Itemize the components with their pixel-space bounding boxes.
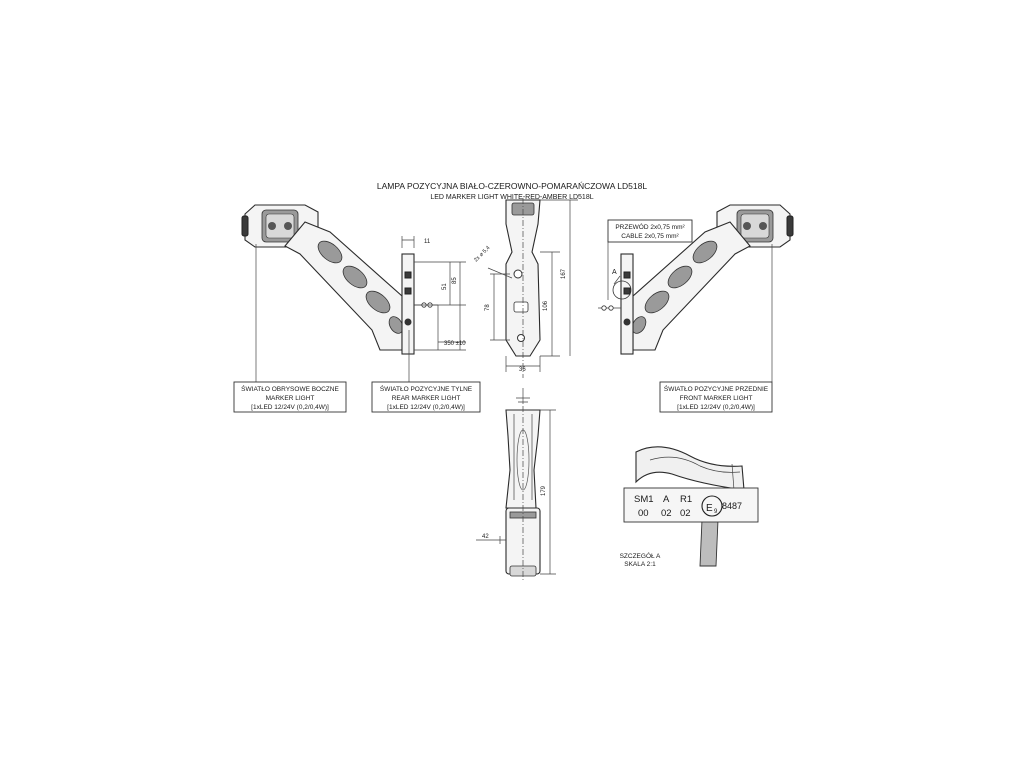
callout-side-marker: ŚWIATŁO OBRYSOWE BOCZNE MARKER LIGHT [1x… [233, 381, 347, 413]
side-marker-spec: [1xLED 12/24V (0,2/0,4W)] [251, 404, 329, 411]
center-bottom-dimensions: 179 42 [476, 409, 556, 575]
left-view-lamp [241, 204, 438, 382]
front-marker-pl: ŚWIATŁO POZYCYJNE PRZEDNIE [664, 384, 769, 393]
rear-marker-en: REAR MARKER LIGHT [392, 395, 461, 402]
detail-code-r1: R1 [680, 494, 692, 505]
dim-51: 51 [442, 283, 448, 290]
dim-78: 78 [485, 304, 491, 311]
side-marker-pl: ŚWIATŁO OBRYSOWE BOCZNE [241, 384, 339, 393]
dim-350: 350 ±10 [444, 341, 466, 347]
dim-167: 167 [561, 268, 567, 279]
detail-a-view: SM1 A R1 00 02 02 E 9 8487 [623, 446, 759, 567]
detail-code-sm1: SM1 [634, 494, 654, 505]
center-top-view [505, 198, 541, 378]
right-view-lamp [598, 204, 794, 382]
cable-callout: PRZEWÓD 2x0,75 mm² CABLE 2x0,75 mm² [607, 219, 693, 243]
cable-label-pl: PRZEWÓD 2x0,75 mm² [615, 222, 685, 231]
detail-code-02b: 02 [680, 508, 691, 519]
detail-code-02a: 02 [661, 508, 672, 519]
dim-85: 85 [452, 277, 458, 284]
approval-circle-icon [701, 495, 723, 517]
detail-code-00: 00 [638, 508, 649, 519]
side-marker-en: MARKER LIGHT [266, 395, 315, 402]
detail-caption: SZCZEGÓŁ A [620, 551, 661, 560]
callout-front-marker: ŚWIATŁO POZYCYJNE PRZEDNIE FRONT MARKER … [659, 381, 773, 413]
title-polish: LAMPA POZYCYJNA BIAŁO-CZEROWNO-POMARAŃCZ… [377, 181, 647, 191]
callout-rear-marker: ŚWIATŁO POZYCYJNE TYLNE REAR MARKER LIGH… [371, 381, 481, 413]
approval-code: 8487 [722, 501, 742, 511]
dim-2x54: 2x ⌀ 5,4 [473, 245, 491, 263]
approval-mark-e: E [706, 503, 713, 514]
dim-11: 11 [424, 239, 431, 245]
dim-36: 36 [519, 367, 526, 373]
center-bottom-view [505, 388, 541, 582]
left-view-dimensions: 11 51 85 350 ±10 [401, 236, 466, 351]
detail-code-a: A [663, 494, 670, 505]
cable-label-en: CABLE 2x0,75 mm² [621, 233, 679, 240]
front-marker-spec: [1xLED 12/24V (0,2/0,4W)] [677, 404, 755, 411]
rear-marker-pl: ŚWIATŁO POZYCYJNE TYLNE [380, 384, 473, 393]
dim-42: 42 [482, 534, 489, 540]
approval-number: 9 [714, 509, 718, 515]
section-marker-a: A [612, 269, 617, 276]
title-english: LED MARKER LIGHT WHITE-RED-AMBER LD518L [430, 194, 593, 201]
rear-marker-spec: [1xLED 12/24V (0,2/0,4W)] [387, 404, 465, 411]
dim-106: 106 [543, 300, 549, 311]
detail-scale: SKALA 2:1 [624, 561, 656, 568]
front-marker-en: FRONT MARKER LIGHT [680, 395, 753, 402]
dim-179: 179 [541, 485, 547, 496]
